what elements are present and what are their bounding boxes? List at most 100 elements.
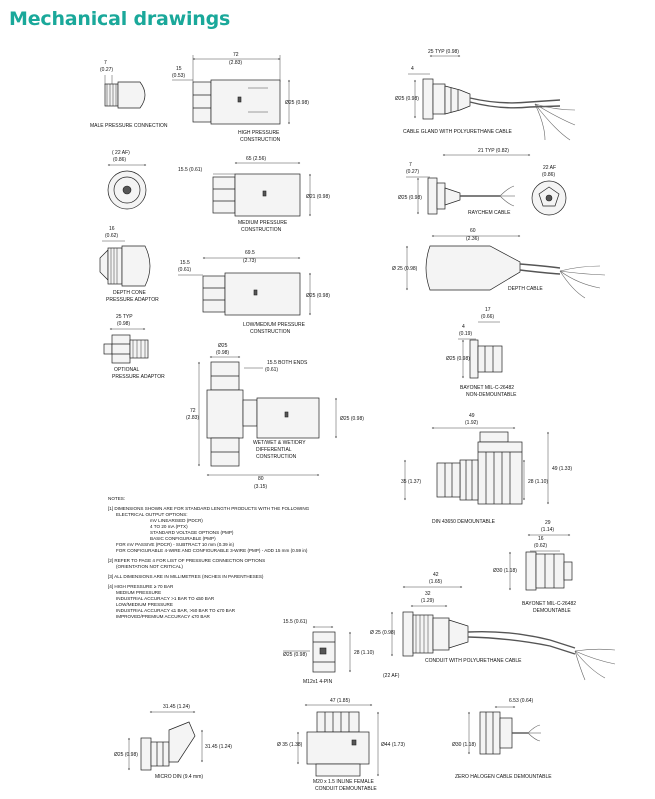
label-wet-wet-3: CONSTRUCTION — [256, 454, 297, 460]
label-medium-pressure-2: CONSTRUCTION — [241, 227, 282, 233]
dim-16-in: (0.62) — [105, 233, 118, 239]
label-low-medium-2: CONSTRUCTION — [250, 329, 291, 335]
dim-72-in: (2.83) — [229, 60, 242, 66]
dim-25typb-in: (0.98) — [117, 321, 130, 327]
dim-22af: ( 22 AF) — [112, 150, 130, 156]
note-line: IMPROVED/PREMIUM ACCURACY ≤70 BAR — [116, 614, 210, 619]
dim-42: 42 — [433, 572, 439, 578]
label-raychem: RAYCHEM CABLE — [468, 210, 511, 216]
note-line: ELECTRICAL OUTPUT OPTIONS: — [116, 512, 188, 517]
label-micro-din: MICRO DIN (9.4 mm) — [155, 774, 203, 780]
dim-63: 6.53 (0.64) — [509, 698, 534, 704]
medium-pressure-construction-drawing: 65 (2.56) 15.5 (0.61) Ø21 (0.98) MEDIUM … — [178, 156, 330, 233]
dim-28: 28 (1.10) — [528, 479, 548, 485]
label-m20-2: CONDUIT DEMOUNTABLE — [315, 786, 377, 792]
dim-72b: 72 — [190, 408, 196, 414]
dim-dia25b: Ø25 (0.98) — [395, 96, 419, 102]
dim-155ends-in: (0.61) — [265, 367, 278, 373]
raychem-cable-drawing: 21 TYP (0.82) 7 (0.27) Ø25 (0.98) RAYCHE… — [398, 148, 567, 216]
depth-cone-adaptor-drawing: 16 (0.62) DEPTH CONE PRESSURE ADAPTOR — [99, 226, 159, 303]
wet-wet-differential-drawing: Ø25 (0.98) 15.5 BOTH ENDS (0.61) 72 (2.8… — [186, 343, 364, 490]
dim-49a-in: (1.92) — [465, 420, 478, 426]
dim-dia25d: Ø25 (0.98) — [306, 293, 330, 299]
bayonet-non-demountable-drawing: 17 (0.66) 4 (0.19) Ø25 (0.98) BAYONET MI… — [446, 307, 517, 398]
dim-35: 35 (1.37) — [401, 479, 421, 485]
dim-17-in: (0.66) — [481, 314, 494, 320]
notes-block: NOTES: [1] DIMENSIONS SHOWN ARE FOR STAND… — [108, 496, 368, 620]
dim-dia25j: Ø25 (0.98) — [283, 652, 307, 658]
conduit-drawing: 42 (1.65) 32 (1.29) Ø 25 (0.98) (22 AF) … — [370, 572, 616, 681]
dim-16b-in: (0.62) — [534, 543, 547, 549]
note-line: (ORIENTATION NOT CRITICAL) — [116, 564, 183, 569]
dim-dia44: Ø44 (1.73) — [381, 742, 405, 748]
dim-dia25c: Ø25 (0.98) — [398, 195, 422, 201]
note-line: [1] DIMENSIONS SHOWN ARE FOR STANDARD LE… — [108, 506, 310, 511]
dim-80-in: (3.15) — [254, 484, 267, 490]
dim-65: 65 (2.56) — [246, 156, 266, 162]
dim-dia25a: Ø25 (0.98) — [285, 100, 309, 106]
dim-49a: 49 — [469, 413, 475, 419]
dim-155b-in: (0.61) — [178, 267, 191, 273]
label-high-pressure-2: CONSTRUCTION — [240, 137, 281, 143]
label-m12: M12x1 4-PIN — [303, 679, 333, 685]
dim-22afb: 22 AF — [543, 165, 556, 171]
note-line: NOTES: — [108, 496, 126, 501]
note-line: STANDARD VOLTAGE OPTIONS (PMP) — [150, 530, 234, 535]
label-cable-gland: CABLE GLAND WITH POLYURETHANE CABLE — [403, 129, 512, 135]
dim-155c: 15.5 (0.61) — [283, 619, 308, 625]
m20-conduit-drawing: 47 (1.85) Ø 35 (1.38) Ø44 (1.73) M20 x 1… — [277, 698, 405, 792]
label-wet-wet-1: WET/WET & WET/DRY — [253, 440, 306, 446]
dim-7b: 7 — [409, 162, 412, 168]
dim-15: 15 — [176, 66, 182, 72]
dim-dia35: Ø 35 (1.38) — [277, 742, 303, 748]
dim-60a-in: (2.36) — [466, 236, 479, 242]
dim-dia25h: Ø25 (0.98) — [340, 416, 364, 422]
dim-25typ: 25 TYP (0.98) — [428, 49, 459, 55]
label-optional-1: OPTIONAL — [114, 367, 140, 373]
label-bayonet-nd-1: BAYONET MIL-C-26482 — [460, 385, 514, 391]
depth-cable-drawing: 60 (2.36) Ø 25 (0.98) DEPTH CABLE — [392, 228, 606, 299]
note-line: FOR CONFIGURABLE 4-WIRE AND CONFIGURABLE… — [116, 548, 308, 553]
dim-dia21: Ø21 (0.98) — [306, 194, 330, 200]
label-depth-cone-2: PRESSURE ADAPTOR — [106, 297, 159, 303]
dim-72b-in: (2.83) — [186, 415, 199, 421]
zero-halogen-drawing: 6.53 (0.64) Ø30 (1.18) ZERO HALOGEN CABL… — [452, 698, 552, 780]
dim-47: 47 (1.85) — [330, 698, 350, 704]
dim-16b: 16 — [538, 536, 544, 542]
label-bayonet-d-2: DEMOUNTABLE — [533, 608, 571, 614]
bayonet-demountable-drawing: 29 (1.14) 16 (0.62) Ø30 (1.18) BAYONET M… — [493, 520, 576, 614]
label-high-pressure-1: HIGH PRESSURE — [238, 130, 280, 136]
label-depth-cone-1: DEPTH CONE — [113, 290, 146, 296]
dim-dia25i: Ø 25 (0.98) — [370, 630, 396, 636]
dim-25typb: 25 TYP — [116, 314, 133, 320]
micro-din-drawing: 31.45 (1.24) Ø25 (0.98) 31.45 (1.24) MIC… — [114, 704, 232, 780]
dim-dia30a: Ø30 (1.18) — [493, 568, 517, 574]
dim-695: 69.5 — [245, 250, 255, 256]
dim-695-in: (2.73) — [243, 258, 256, 264]
note-line: INDUSTRIAL ACCURACY ≤1 BAR, >50 BAR TO ≤… — [116, 608, 236, 613]
page-title: Mechanical drawings — [9, 8, 231, 30]
male-pressure-connection-drawing: 7 (0.27) MALE PRESSURE CONNECTION — [90, 60, 168, 129]
dim-22af-in: (0.86) — [113, 157, 126, 163]
dim-17: 17 — [485, 307, 491, 313]
dim-dia30b: Ø30 (1.18) — [452, 742, 476, 748]
dim-32: 32 — [425, 591, 431, 597]
dim-155ends: 15.5 BOTH ENDS — [267, 360, 308, 366]
label-bayonet-nd-2: NON-DEMOUNTABLE — [466, 392, 517, 398]
dim-155b: 15.5 — [180, 260, 190, 266]
m12-connector-drawing: 15.5 (0.61) Ø25 (0.98) 28 (1.10) M12x1 4… — [283, 619, 374, 685]
dim-4a: 4 — [411, 66, 414, 72]
label-din: DIN 43650 DEMOUNTABLE — [432, 519, 496, 525]
label-zero-halogen: ZERO HALOGEN CABLE DEMOUNTABLE — [455, 774, 552, 780]
low-medium-pressure-construction-drawing: 69.5 (2.73) 15.5 (0.61) Ø25 (0.98) LOW/M… — [178, 250, 330, 335]
dim-21typ: 21 TYP (0.82) — [478, 148, 509, 154]
dim-micro-h: 31.45 (1.24) — [205, 744, 232, 750]
dim-155a: 15.5 (0.61) — [178, 167, 203, 173]
note-line: LOW/MEDIUM PRESSURE — [116, 602, 173, 607]
dim-49b: 49 (1.33) — [552, 466, 572, 472]
label-bayonet-d-1: BAYONET MIL-C-26482 — [522, 601, 576, 607]
dim-dia25g-in: (0.98) — [216, 350, 229, 356]
dim-7b-in: (0.27) — [406, 169, 419, 175]
note-line: FOR mV PASSIVE (PDCR) - SUBTRACT 10 mm (… — [116, 542, 235, 547]
